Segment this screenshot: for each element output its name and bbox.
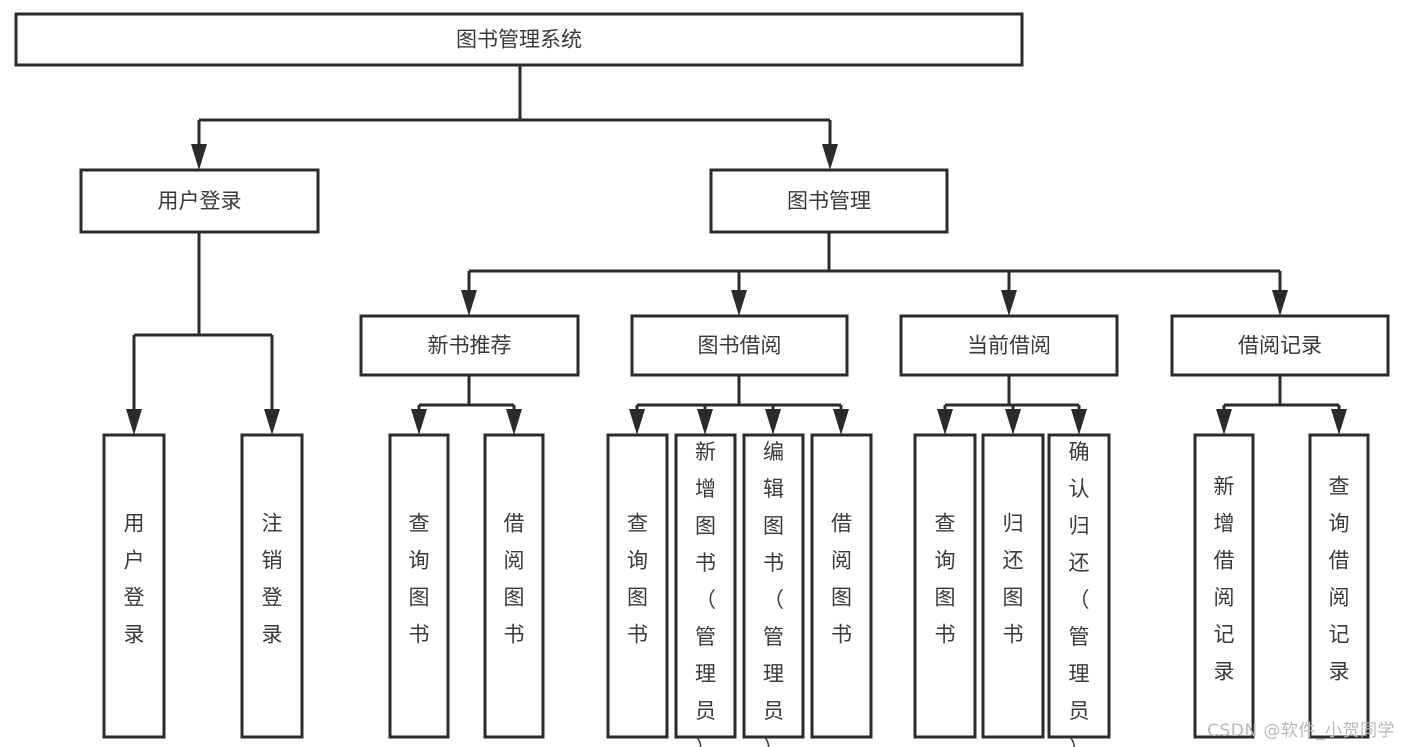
arrow-head-icon bbox=[1272, 290, 1288, 316]
node-label: 查询图书 bbox=[935, 512, 956, 647]
node-box[interactable] bbox=[1047, 433, 1111, 739]
node-box[interactable] bbox=[606, 433, 669, 739]
arrow-head-icon bbox=[264, 409, 280, 435]
node-leaf-borrow-book-1[interactable]: 借阅图书 bbox=[483, 433, 545, 739]
node-label: 查询图书 bbox=[409, 512, 430, 647]
node-box[interactable] bbox=[79, 168, 320, 234]
connector-borrow-record-to-leaves bbox=[1216, 375, 1347, 435]
node-label: 查询借阅记录 bbox=[1329, 475, 1350, 684]
arrow-head-icon bbox=[411, 409, 427, 435]
node-leaf-logout-login[interactable]: 注销登录 bbox=[240, 433, 304, 739]
node-label: 注销登录 bbox=[262, 512, 283, 647]
node-box[interactable] bbox=[483, 433, 545, 739]
arrow-head-icon bbox=[1001, 290, 1017, 316]
node-box[interactable] bbox=[709, 168, 949, 234]
arrow-head-icon bbox=[461, 290, 477, 316]
arrow-head-icon bbox=[833, 409, 849, 435]
node-label: 新增借阅记录 bbox=[1214, 475, 1235, 684]
node-box[interactable] bbox=[102, 433, 166, 739]
connector-current-borrow-to-leaves bbox=[937, 375, 1087, 435]
node-user-login[interactable]: 用户登录 bbox=[79, 168, 320, 234]
arrow-head-icon bbox=[1331, 409, 1347, 435]
arrow-head-icon bbox=[765, 409, 781, 435]
node-label: 查询图书 bbox=[627, 512, 648, 647]
connector-user-login-to-leaves bbox=[126, 232, 280, 435]
node-box[interactable] bbox=[810, 433, 873, 739]
node-leaf-user-login[interactable]: 用户登录 bbox=[102, 433, 166, 739]
csdn-watermark: CSDN @软件_小贺同学 bbox=[1207, 721, 1395, 741]
nodes-layer: 图书管理系统用户登录图书管理新书推荐图书借阅当前借阅借阅记录用户登录注销登录查询… bbox=[14, 12, 1390, 747]
node-new-book-recommend[interactable]: 新书推荐 bbox=[359, 314, 580, 377]
node-box[interactable] bbox=[1193, 433, 1255, 739]
node-label: 新增图书（管理员） bbox=[695, 440, 716, 747]
node-label: 确认归还（管理员） bbox=[1069, 440, 1090, 747]
node-label: 图书借阅 bbox=[698, 334, 782, 358]
node-current-borrow[interactable]: 当前借阅 bbox=[899, 314, 1119, 377]
node-box[interactable] bbox=[1170, 314, 1390, 377]
node-label: 借阅图书 bbox=[831, 512, 852, 647]
node-box[interactable] bbox=[981, 433, 1045, 739]
node-leaf-query-borrow-record[interactable]: 查询借阅记录 bbox=[1308, 433, 1370, 739]
node-box[interactable] bbox=[359, 314, 580, 377]
arrow-head-icon bbox=[506, 409, 522, 435]
node-label: 图书管理 bbox=[787, 189, 871, 213]
node-label: 借阅记录 bbox=[1238, 334, 1322, 358]
node-leaf-add-book-admin[interactable]: 新增图书（管理员） bbox=[674, 433, 737, 747]
connector-root-to-level1 bbox=[191, 65, 838, 170]
arrow-head-icon bbox=[822, 144, 838, 170]
node-leaf-query-book-2[interactable]: 查询图书 bbox=[606, 433, 669, 739]
node-box[interactable] bbox=[742, 433, 805, 739]
node-box[interactable] bbox=[630, 314, 849, 377]
node-root[interactable]: 图书管理系统 bbox=[14, 12, 1024, 67]
connector-book-borrow-to-leaves bbox=[629, 375, 849, 435]
node-book-borrow[interactable]: 图书借阅 bbox=[630, 314, 849, 377]
node-leaf-edit-book-admin[interactable]: 编辑图书（管理员） bbox=[742, 433, 805, 747]
arrow-head-icon bbox=[697, 409, 713, 435]
connectors-layer bbox=[126, 65, 1347, 435]
arrow-head-icon bbox=[1071, 409, 1087, 435]
node-leaf-borrow-book-2[interactable]: 借阅图书 bbox=[810, 433, 873, 739]
node-box[interactable] bbox=[674, 433, 737, 739]
arrow-head-icon bbox=[1216, 409, 1232, 435]
node-box[interactable] bbox=[240, 433, 304, 739]
node-leaf-add-borrow-record[interactable]: 新增借阅记录 bbox=[1193, 433, 1255, 739]
arrow-head-icon bbox=[937, 409, 953, 435]
node-label: 编辑图书（管理员） bbox=[763, 440, 784, 747]
node-label: 当前借阅 bbox=[967, 334, 1051, 358]
node-label: 用户登录 bbox=[124, 512, 145, 647]
node-box[interactable] bbox=[913, 433, 977, 739]
node-box[interactable] bbox=[14, 12, 1024, 67]
connector-new-book-recommend-to-leaves bbox=[411, 375, 522, 435]
arrow-head-icon bbox=[731, 290, 747, 316]
node-leaf-query-book-3[interactable]: 查询图书 bbox=[913, 433, 977, 739]
node-label: 归还图书 bbox=[1003, 512, 1024, 647]
arrow-head-icon bbox=[126, 409, 142, 435]
arrow-head-icon bbox=[1005, 409, 1021, 435]
node-leaf-confirm-return-admin[interactable]: 确认归还（管理员） bbox=[1047, 433, 1111, 747]
node-box[interactable] bbox=[899, 314, 1119, 377]
connector-book-management-to-level2 bbox=[461, 232, 1288, 316]
node-leaf-query-book-1[interactable]: 查询图书 bbox=[388, 433, 450, 739]
node-borrow-record[interactable]: 借阅记录 bbox=[1170, 314, 1390, 377]
node-leaf-return-book[interactable]: 归还图书 bbox=[981, 433, 1045, 739]
node-label: 用户登录 bbox=[158, 189, 242, 213]
node-label: 新书推荐 bbox=[428, 334, 512, 358]
node-box[interactable] bbox=[388, 433, 450, 739]
arrow-head-icon bbox=[629, 409, 645, 435]
node-box[interactable] bbox=[1308, 433, 1370, 739]
arrow-head-icon bbox=[191, 144, 207, 170]
node-label: 借阅图书 bbox=[504, 512, 525, 647]
node-book-management[interactable]: 图书管理 bbox=[709, 168, 949, 234]
node-label: 图书管理系统 bbox=[456, 28, 582, 52]
